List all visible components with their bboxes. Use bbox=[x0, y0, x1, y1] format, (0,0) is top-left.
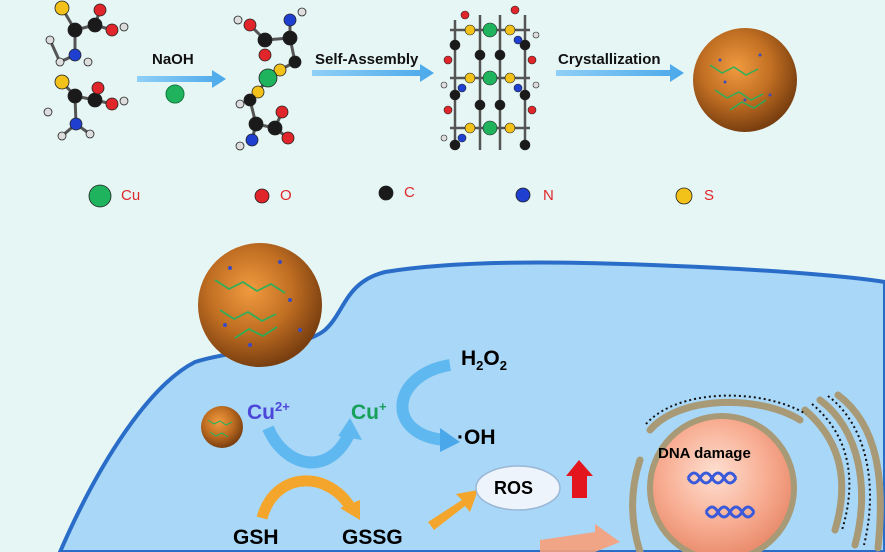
hydroxyl-radical-label: ·OH bbox=[457, 426, 496, 449]
legend-n-label: N bbox=[543, 187, 554, 204]
self-assembled-network bbox=[440, 5, 540, 151]
h2o2-label: H2O2 bbox=[461, 347, 507, 374]
ros-up-arrow bbox=[566, 460, 593, 498]
crystallization-label: Crystallization bbox=[558, 51, 661, 68]
legend-s-label: S bbox=[704, 187, 715, 204]
dna-damage-label: DNA damage bbox=[658, 445, 751, 462]
ros-label: ROS bbox=[494, 478, 534, 498]
legend-c-label: C bbox=[404, 184, 415, 201]
cu2-label: Cu2+ bbox=[247, 399, 290, 424]
atoms-molecule-2 bbox=[233, 7, 307, 151]
naoh-arrow bbox=[137, 70, 226, 104]
gssg-to-ros-arrow bbox=[428, 490, 478, 530]
legend-c-swatch bbox=[378, 185, 394, 201]
naoh-label: NaOH bbox=[152, 51, 194, 68]
legend-o-swatch bbox=[254, 188, 270, 204]
legend-cu-swatch bbox=[88, 184, 112, 208]
nucleus bbox=[629, 391, 884, 552]
nanoparticle-product bbox=[693, 28, 797, 132]
dna-helix-icon bbox=[686, 471, 756, 519]
ros-bubble bbox=[475, 465, 561, 511]
fenton-arrow bbox=[396, 359, 460, 452]
gsh-label: GSH bbox=[233, 526, 279, 549]
cu1-label: Cu+ bbox=[351, 399, 387, 424]
nanoparticle-entering-cell bbox=[198, 243, 322, 367]
self-assembly-label: Self-Assembly bbox=[315, 51, 419, 68]
self-assembly-arrow bbox=[312, 64, 434, 82]
ros-to-nucleus-arrow bbox=[540, 524, 620, 552]
legend-cu-label: Cu bbox=[121, 187, 141, 204]
nucleus-body bbox=[647, 413, 797, 552]
crystallization-arrow bbox=[556, 64, 684, 82]
legend bbox=[88, 184, 693, 208]
redox-cross-arrows bbox=[256, 418, 362, 520]
nanoparticle-intracellular bbox=[201, 406, 243, 448]
cu-atom-reagent bbox=[165, 84, 185, 104]
synthesis-scheme bbox=[43, 0, 797, 208]
legend-o-label: O bbox=[280, 187, 292, 204]
atoms-molecule-1 bbox=[43, 0, 129, 141]
gssg-label: GSSG bbox=[342, 526, 403, 549]
legend-s-swatch bbox=[675, 187, 693, 205]
legend-n-swatch bbox=[515, 187, 531, 203]
